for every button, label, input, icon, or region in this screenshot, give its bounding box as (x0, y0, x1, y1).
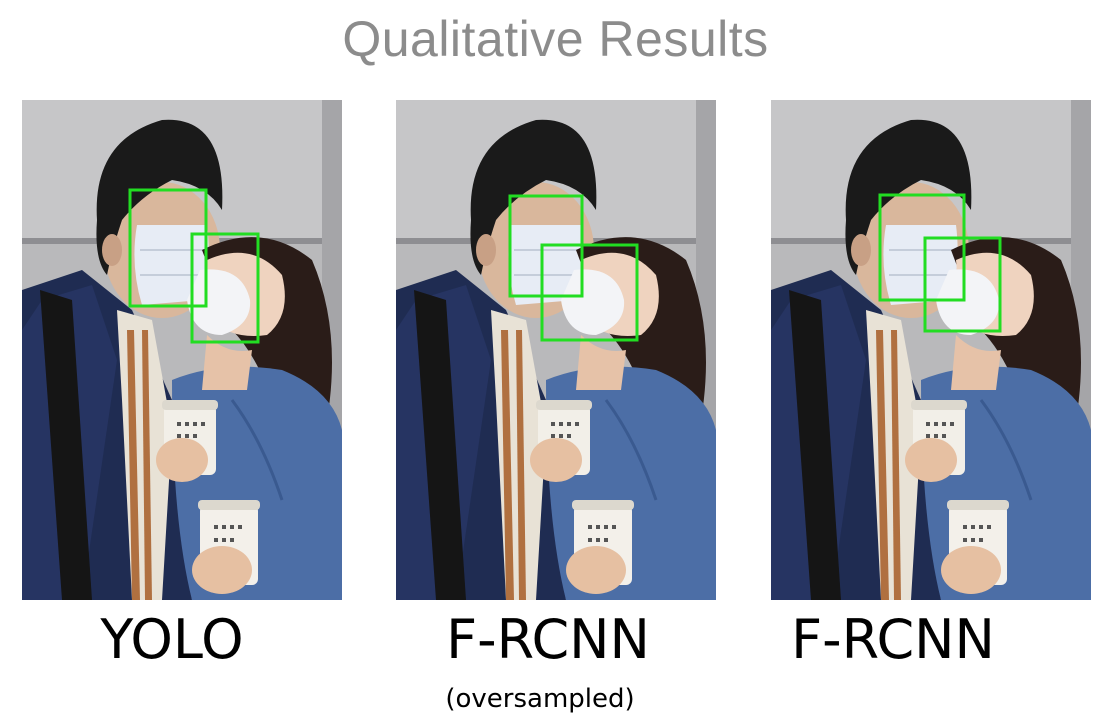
detection-box (878, 193, 966, 302)
detection-box (190, 232, 260, 344)
subcaption-oversampled: (oversampled) (445, 684, 635, 714)
result-image-yolo (22, 100, 342, 600)
slide-title: Qualitative Results (342, 11, 769, 67)
detection-box (923, 236, 1002, 333)
result-image-frcnn-oversampled (396, 100, 716, 600)
caption-frcnn-oversampled: F-RCNN (446, 608, 650, 671)
detection-box (128, 188, 208, 308)
detection-box (540, 243, 639, 342)
caption-frcnn: F-RCNN (791, 608, 995, 671)
caption-yolo: YOLO (100, 608, 244, 671)
result-image-frcnn (771, 100, 1091, 600)
